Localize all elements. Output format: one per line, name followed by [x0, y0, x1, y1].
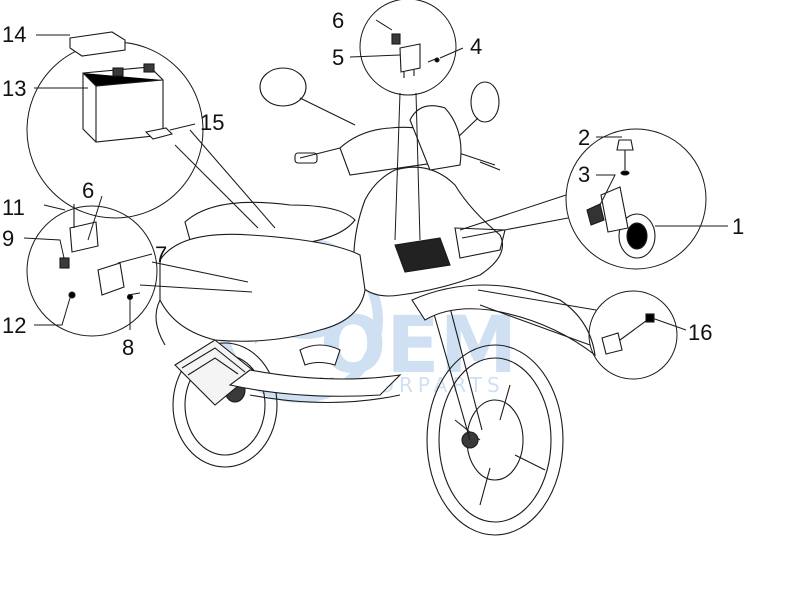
relay-left: [59, 204, 141, 301]
callout-12: 12: [2, 313, 26, 338]
detail-circle-relay-top: [359, 0, 457, 96]
relay-top: [391, 33, 440, 78]
front-fork: [429, 299, 483, 441]
callout-1: 1: [732, 214, 744, 239]
callout-6-left: 6: [82, 178, 94, 203]
front-body: [353, 166, 504, 297]
leader-lines: [23, 19, 728, 331]
callout-13: 13: [2, 76, 26, 101]
sensor: [601, 313, 655, 355]
horn: [586, 139, 656, 259]
windscreen: [409, 105, 462, 171]
headlight-window: [454, 227, 506, 259]
detail-circle-sensor: [588, 290, 678, 380]
callout-numbers: 14 13 15 6 5 4 11 6 9 7 12 8 2 3 1 16: [2, 8, 744, 360]
rear-body: [159, 233, 366, 342]
callout-6-top: 6: [332, 8, 344, 33]
callout-4: 4: [470, 34, 482, 59]
detail-circle-relay-left: [26, 205, 158, 337]
callout-2: 2: [578, 125, 590, 150]
callout-15: 15: [200, 110, 224, 135]
floorboard: [228, 369, 402, 397]
callout-16: 16: [688, 320, 712, 345]
battery-small-pad: [144, 127, 174, 140]
detail-circle-horn: [565, 128, 707, 270]
callout-5: 5: [332, 45, 344, 70]
callout-8: 8: [122, 335, 134, 360]
floor-step: [249, 394, 401, 404]
battery: [82, 63, 164, 143]
detail-connectors: [139, 92, 597, 346]
callout-9: 9: [2, 226, 14, 251]
callout-7: 7: [155, 242, 167, 267]
callout-14: 14: [2, 22, 26, 47]
front-vent: [394, 237, 451, 273]
battery-pad: [69, 31, 126, 57]
left-mirror: [259, 67, 356, 126]
right-mirror: [454, 81, 500, 141]
side-grille: [299, 344, 341, 366]
callout-11: 11: [2, 195, 25, 220]
rear-fender: [155, 299, 166, 346]
callout-3: 3: [578, 162, 590, 187]
